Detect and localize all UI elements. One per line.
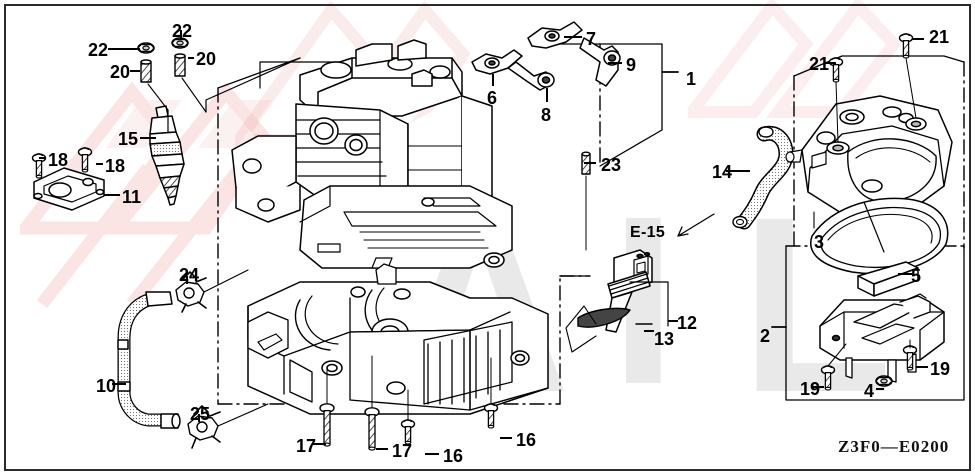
part-label-head-cover-group[interactable]: 2 [760, 326, 771, 346]
part-label-flange-bolt-long[interactable]: 17 [296, 436, 317, 456]
part-label-breather-tube[interactable]: 14 [712, 162, 733, 182]
part-label-flange-nut[interactable]: 22 [88, 40, 109, 60]
part-label-flange-bolt[interactable]: 16 [443, 446, 464, 466]
part-label-flange-nut[interactable]: 4 [864, 381, 875, 401]
part-label-flange-bolt[interactable]: 18 [105, 156, 126, 176]
leader-12 [668, 320, 678, 322]
leader-10 [112, 383, 126, 385]
leader-22b [180, 30, 182, 40]
leader-7 [564, 36, 582, 38]
leader-6 [492, 74, 494, 86]
part-label-flange-bolt[interactable]: 21 [929, 27, 950, 47]
leader-20a [130, 70, 140, 72]
part-label-flange-nut[interactable]: 22 [172, 21, 193, 41]
leader-16b [500, 437, 512, 439]
leader-25 [198, 414, 200, 422]
part-label-o-ring[interactable]: 13 [654, 329, 675, 349]
reference-callout-e15[interactable]: E-15 [630, 224, 666, 241]
leader-23 [584, 162, 596, 164]
part-label-stud-bolt[interactable]: 20 [196, 49, 217, 69]
part-label-dowel-pin[interactable]: 23 [601, 155, 622, 175]
leader-17b [376, 448, 388, 450]
diagram-code: Z3F0—E0200 [838, 437, 950, 456]
part-label-rocker-arm-pivot[interactable]: 8 [541, 105, 552, 125]
leader-13 [644, 330, 654, 332]
leader-5 [898, 273, 912, 275]
part-label-stud-bolt[interactable]: 20 [110, 62, 131, 82]
part-label-spark-plug[interactable]: 15 [118, 129, 139, 149]
leader-17a [312, 443, 326, 445]
part-label-head-cover-gasket[interactable]: 3 [814, 232, 825, 252]
leader-19a [812, 386, 824, 388]
leader-9 [608, 62, 622, 64]
part-label-oil-level-switch[interactable]: 12 [677, 313, 698, 333]
leader-4 [876, 388, 884, 390]
leader-19b [916, 366, 928, 368]
part-label-rocker-arm[interactable]: 7 [586, 29, 597, 49]
leader-24 [186, 276, 188, 284]
part-label-flange-bolt[interactable]: 21 [809, 54, 830, 74]
part-label-rocker-arm-pivot[interactable]: 9 [626, 55, 637, 75]
brand-watermark-logo-tertiary [688, 0, 908, 120]
leader-14 [726, 170, 750, 172]
leader-18b [96, 163, 103, 165]
part-label-flange-bolt[interactable]: 18 [48, 150, 69, 170]
leader-21a [824, 62, 836, 64]
leader-18a [39, 157, 46, 159]
part-label-flange-bolt[interactable]: 16 [516, 430, 537, 450]
leader-16a [425, 453, 439, 455]
part-label-hose-clamp[interactable]: 25 [190, 404, 211, 424]
part-label-flange-bolt[interactable]: 19 [800, 379, 821, 399]
part-label-rubber-seal[interactable]: 5 [911, 266, 922, 286]
leader-22a [108, 48, 140, 50]
part-label-hose-clamp[interactable]: 24 [179, 265, 200, 285]
part-label-rocker-arm[interactable]: 6 [487, 88, 498, 108]
part-label-breather-tube[interactable]: 10 [96, 376, 117, 396]
leader-21b [912, 38, 924, 40]
part-label-flange-bolt[interactable]: 19 [930, 359, 951, 379]
part-label-flange-bolt-long[interactable]: 17 [392, 441, 413, 461]
leader-8 [546, 88, 548, 102]
part-label-cylinder-barrel-group[interactable]: 1 [686, 69, 697, 89]
leader-20b [188, 57, 194, 59]
leader-11 [104, 194, 120, 196]
part-label-breather-plate[interactable]: 11 [122, 187, 142, 207]
leader-15 [140, 137, 156, 139]
